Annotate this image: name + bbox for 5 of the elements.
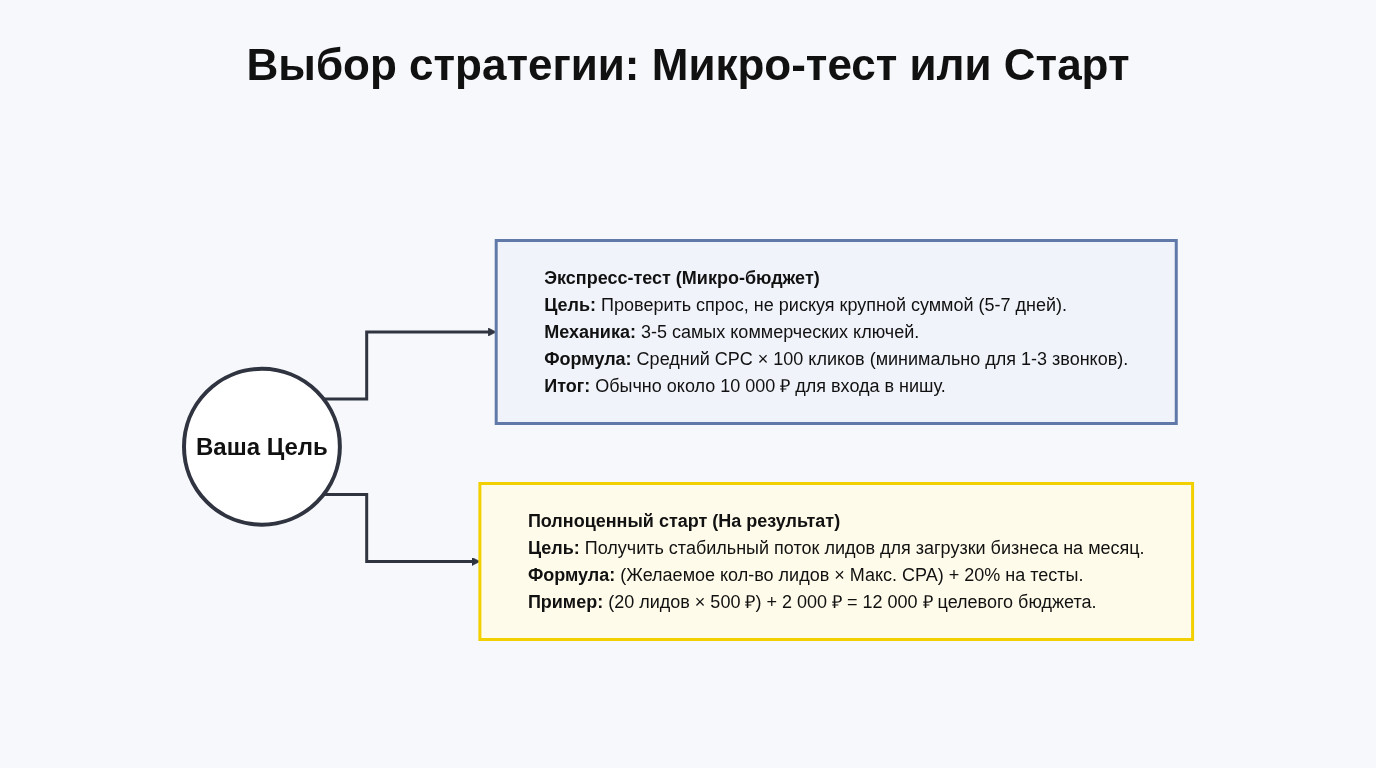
arrow (323, 493, 480, 566)
title: Выбор стратегии: Микро-тест или Старт (245, 39, 1131, 90)
node-circle: Ваша Цель (181, 366, 342, 527)
node-box: Полноценный старт (На результат) Цель: Получить стабильный поток лидов для загрузки бизнеса на месяц. Формула: (Желаемое кол-во лидов × Макс. CPA) + 20% на тесты. Пример: (20 лидов × 500 ₽) + 2 000 ₽ = 12 000 ₽ целевого бюджета. (478, 482, 1194, 641)
node-box: Экспресс-тест (Микро-бюджет) Цель: Проверить спрос, не рискуя крупной суммой (5-7 дней). Механика: 3-5 самых коммерческих ключей. Формула: Средний CPC × 100 кликов (минимально для 1-3 звонков). Итог: Обычно около 10 000 ₽ для входа в нишу. (494, 239, 1178, 425)
